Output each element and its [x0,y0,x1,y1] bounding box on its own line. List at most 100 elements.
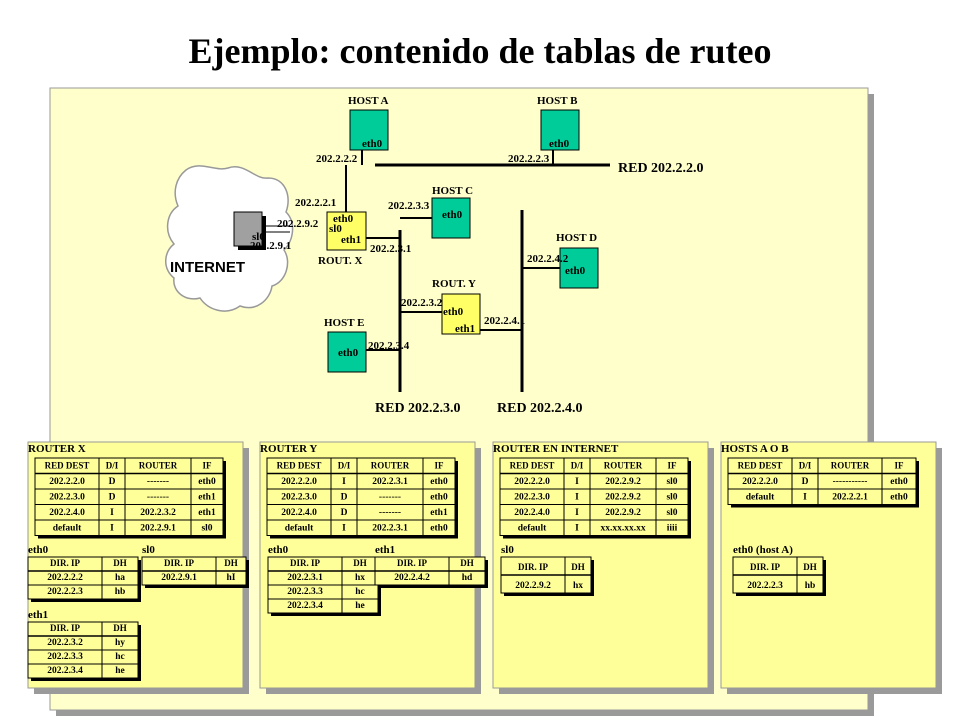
slide-title: Ejemplo: contenido de tablas de ruteo [188,31,772,71]
internet-label: INTERNET [170,259,245,276]
panel-x-routes-header: D/I [106,461,119,471]
panel-y-title: ROUTER Y [260,443,317,455]
panel-x-routes-header: RED DEST [45,461,90,471]
host-e-name: HOST E [324,317,364,329]
panel-x-routes-table [34,457,224,536]
panel-y-arp-cell: hx [355,573,365,583]
panel-x-arp-cell: hb [115,587,126,597]
panel-hosts-arp-header: DIR. IP [750,562,781,572]
panel-x-routes-cell: 202.2.4.0 [49,508,85,518]
host-d-ip: 202.2.4.2 [527,253,569,265]
panel-y-arp-cell: 202.2.3.1 [287,573,323,583]
panel-x-routes-header: IF [203,461,213,471]
panel-inet-arp-cell: 202.2.9.2 [515,581,551,591]
panel-y-routes-cell: eth0 [430,493,448,503]
router-x-box [326,211,367,251]
panel-inet-arp-label: sl0 [501,544,514,556]
host-a-iface: eth0 [362,138,383,150]
panel-inet-routes-cell: I [575,508,579,518]
internet-router-iface: sl0 [252,231,265,243]
host-d-iface: eth0 [565,265,586,277]
panel-inet-routes-cell: 202.2.9.2 [605,508,641,518]
host-d-name: HOST D [556,232,597,244]
panel-x-arp-header: DH [113,558,127,568]
panel-y-arp-label: eth0 [268,544,289,556]
panel-y-arp-cell: 202.2.4.2 [394,573,430,583]
panel-hosts-routes-table [727,457,917,505]
host-a-box [349,109,389,151]
panel-y-routes-cell: D [341,493,348,503]
panel-x-routes-cell: D [109,493,116,503]
panel-inet-routes-header: RED DEST [510,461,555,471]
panel-x-arp-cell: 202.2.2.2 [47,573,83,583]
panel-inet-routes-cell: I [575,477,579,487]
panel-inet-routes-cell: sl0 [666,477,677,487]
panel-x-arp-cell: 202.2.3.3 [47,652,83,662]
panel-x-arp-label: eth0 [28,544,49,556]
panel-hosts-routes-header: ROUTER [831,461,870,471]
panel-inet-routes-cell: 202.2.9.2 [605,477,641,487]
internet-router [233,211,263,247]
internet-router-ip: 202.2.9.1 [250,240,291,252]
panel-y-routes-table [266,457,456,536]
panel-y-arp-cell: hc [355,587,365,597]
panel-y-routes-cell: ------- [379,508,401,518]
panel-hosts-routes-cell: eth0 [890,493,908,503]
panel-x-arp-label: sl0 [142,544,155,556]
panel-x-arp-header: DIR. IP [50,558,81,568]
host-b-iface: eth0 [549,138,570,150]
panel-inet-routes-header: ROUTER [604,461,643,471]
router-y-ip-eth0: 202.2.3.2 [401,297,443,309]
host-e-iface: eth0 [338,347,359,359]
panel-x-title: ROUTER X [28,443,86,455]
host-a-ip: 202.2.2.2 [316,153,358,165]
host-d-box [559,247,599,289]
panel-y-routes-header: D/I [338,461,351,471]
panel-hosts-routes-cell: 202.2.2.1 [832,493,868,503]
panel-x-routes-cell: 202.2.9.1 [140,524,176,534]
panel-inet-routes-cell: 202.2.3.0 [514,493,550,503]
network-label-4: RED 202.2.4.0 [497,401,583,416]
panel-x-arp-header: DH [113,623,127,633]
panel-hosts-arp-label: eth0 (host A) [733,544,793,556]
panel-hosts-arp-header: DH [803,562,817,572]
panel-y-routes-cell: D [341,508,348,518]
panel-y-routes-header: RED DEST [277,461,322,471]
panel-y-arp-label: eth1 [375,544,395,556]
panel-hosts-routes-header: RED DEST [738,461,783,471]
panel-x-arp-cell: 202.2.9.1 [161,573,197,583]
router-y-eth0: eth0 [443,306,464,318]
panel-inet-routes-cell: sl0 [666,493,677,503]
internet-cloud [165,165,294,312]
panel-x-arp-header: DIR. IP [50,623,81,633]
panel-inet-routes-cell: 202.2.9.2 [605,493,641,503]
host-b-box [540,109,580,151]
panel-x-routes-cell: ------- [147,477,169,487]
host-b-name: HOST B [537,95,578,107]
host-c-iface: eth0 [442,209,463,221]
host-a-name: HOST A [348,95,389,107]
host-e-box [327,331,367,373]
panel-x-routes-cell: 202.2.2.0 [49,477,85,487]
panel-inet-arp-header: DIR. IP [518,562,549,572]
router-x-name: ROUT. X [318,255,362,267]
router-y-box [441,293,481,335]
host-c-name: HOST C [432,185,473,197]
host-c-ip: 202.2.3.3 [388,200,430,212]
panel-y-arp-header: DH [460,558,474,568]
serial-link [262,225,290,233]
panel-y-routes-cell: I [342,524,346,534]
panel-inet-routes-cell: xx.xx.xx.xx [600,524,645,534]
panel-y-arp-cell: hd [462,573,473,583]
panel-hosts-routes-cell: eth0 [890,477,908,487]
panel-hosts-routes-header: D/I [799,461,812,471]
panel-y-routes-header: ROUTER [371,461,410,471]
panel-y-routes-cell: default [285,524,314,534]
host-e-ip: 202.2.3.4 [368,340,410,352]
panel-inet-routes-cell: iiii [667,524,678,534]
panel-inet-arp-header: DH [571,562,585,572]
panel-y-arp-header: DH [353,558,367,568]
panel-hosts-routes-cell: ----------- [833,477,868,487]
router-x-eth0: eth0 [333,213,354,225]
